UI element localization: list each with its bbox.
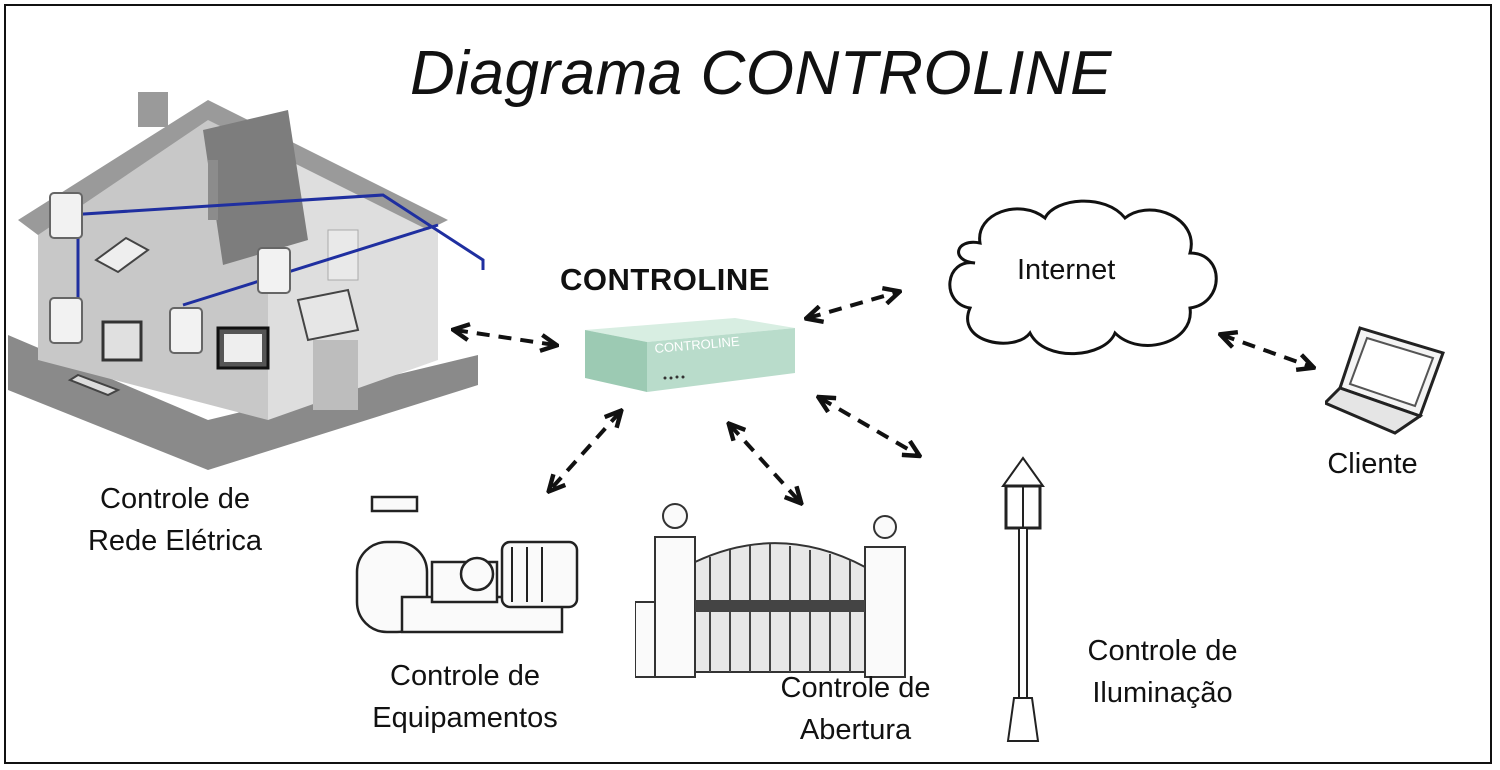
street-lamp-illustration [1001,456,1045,742]
arrow-hub-equipment [550,412,620,490]
label-rede-line1: Controle de [100,483,250,515]
label-iluminacao-line1: Controle de [1087,635,1238,667]
label-rede-eletrica: Controle de Rede Elétrica [60,478,290,562]
label-equipamentos: Controle de Equipamentos [345,655,585,739]
diagram-frame [4,4,1492,764]
laptop-icon [1325,326,1445,435]
internet-label: Internet [1017,254,1116,286]
label-iluminacao-line2: Iluminação [1092,677,1233,709]
house-illustration [8,92,485,470]
internet-cloud [948,199,1218,356]
label-abertura: Controle de Abertura [748,667,963,751]
label-abertura-line2: Abertura [799,714,912,746]
pump-illustration [355,495,579,634]
arrow-hub-lamp [820,398,918,455]
arrow-internet-client [1222,335,1312,367]
label-abertura-line1: Controle de [780,672,931,704]
arrow-hub-gate [730,425,800,502]
controline-device: CONTROLINE [585,318,795,392]
diagram-title: Diagrama CONTROLINE [410,39,1112,108]
label-rede-line2: Rede Elétrica [87,525,263,557]
gate-illustration [635,503,906,678]
label-iluminacao: Controle de Iluminação [1055,630,1270,714]
label-cliente: Cliente [1305,443,1440,485]
hub-label: CONTROLINE [560,262,770,297]
label-equipamentos-line1: Controle de [390,660,540,692]
arrow-house-hub [455,330,555,345]
arrow-hub-internet [808,292,898,318]
device-brand-text: CONTROLINE [654,334,741,356]
label-equipamentos-line2: Equipamentos [372,702,558,734]
label-cliente-text: Cliente [1327,448,1418,480]
